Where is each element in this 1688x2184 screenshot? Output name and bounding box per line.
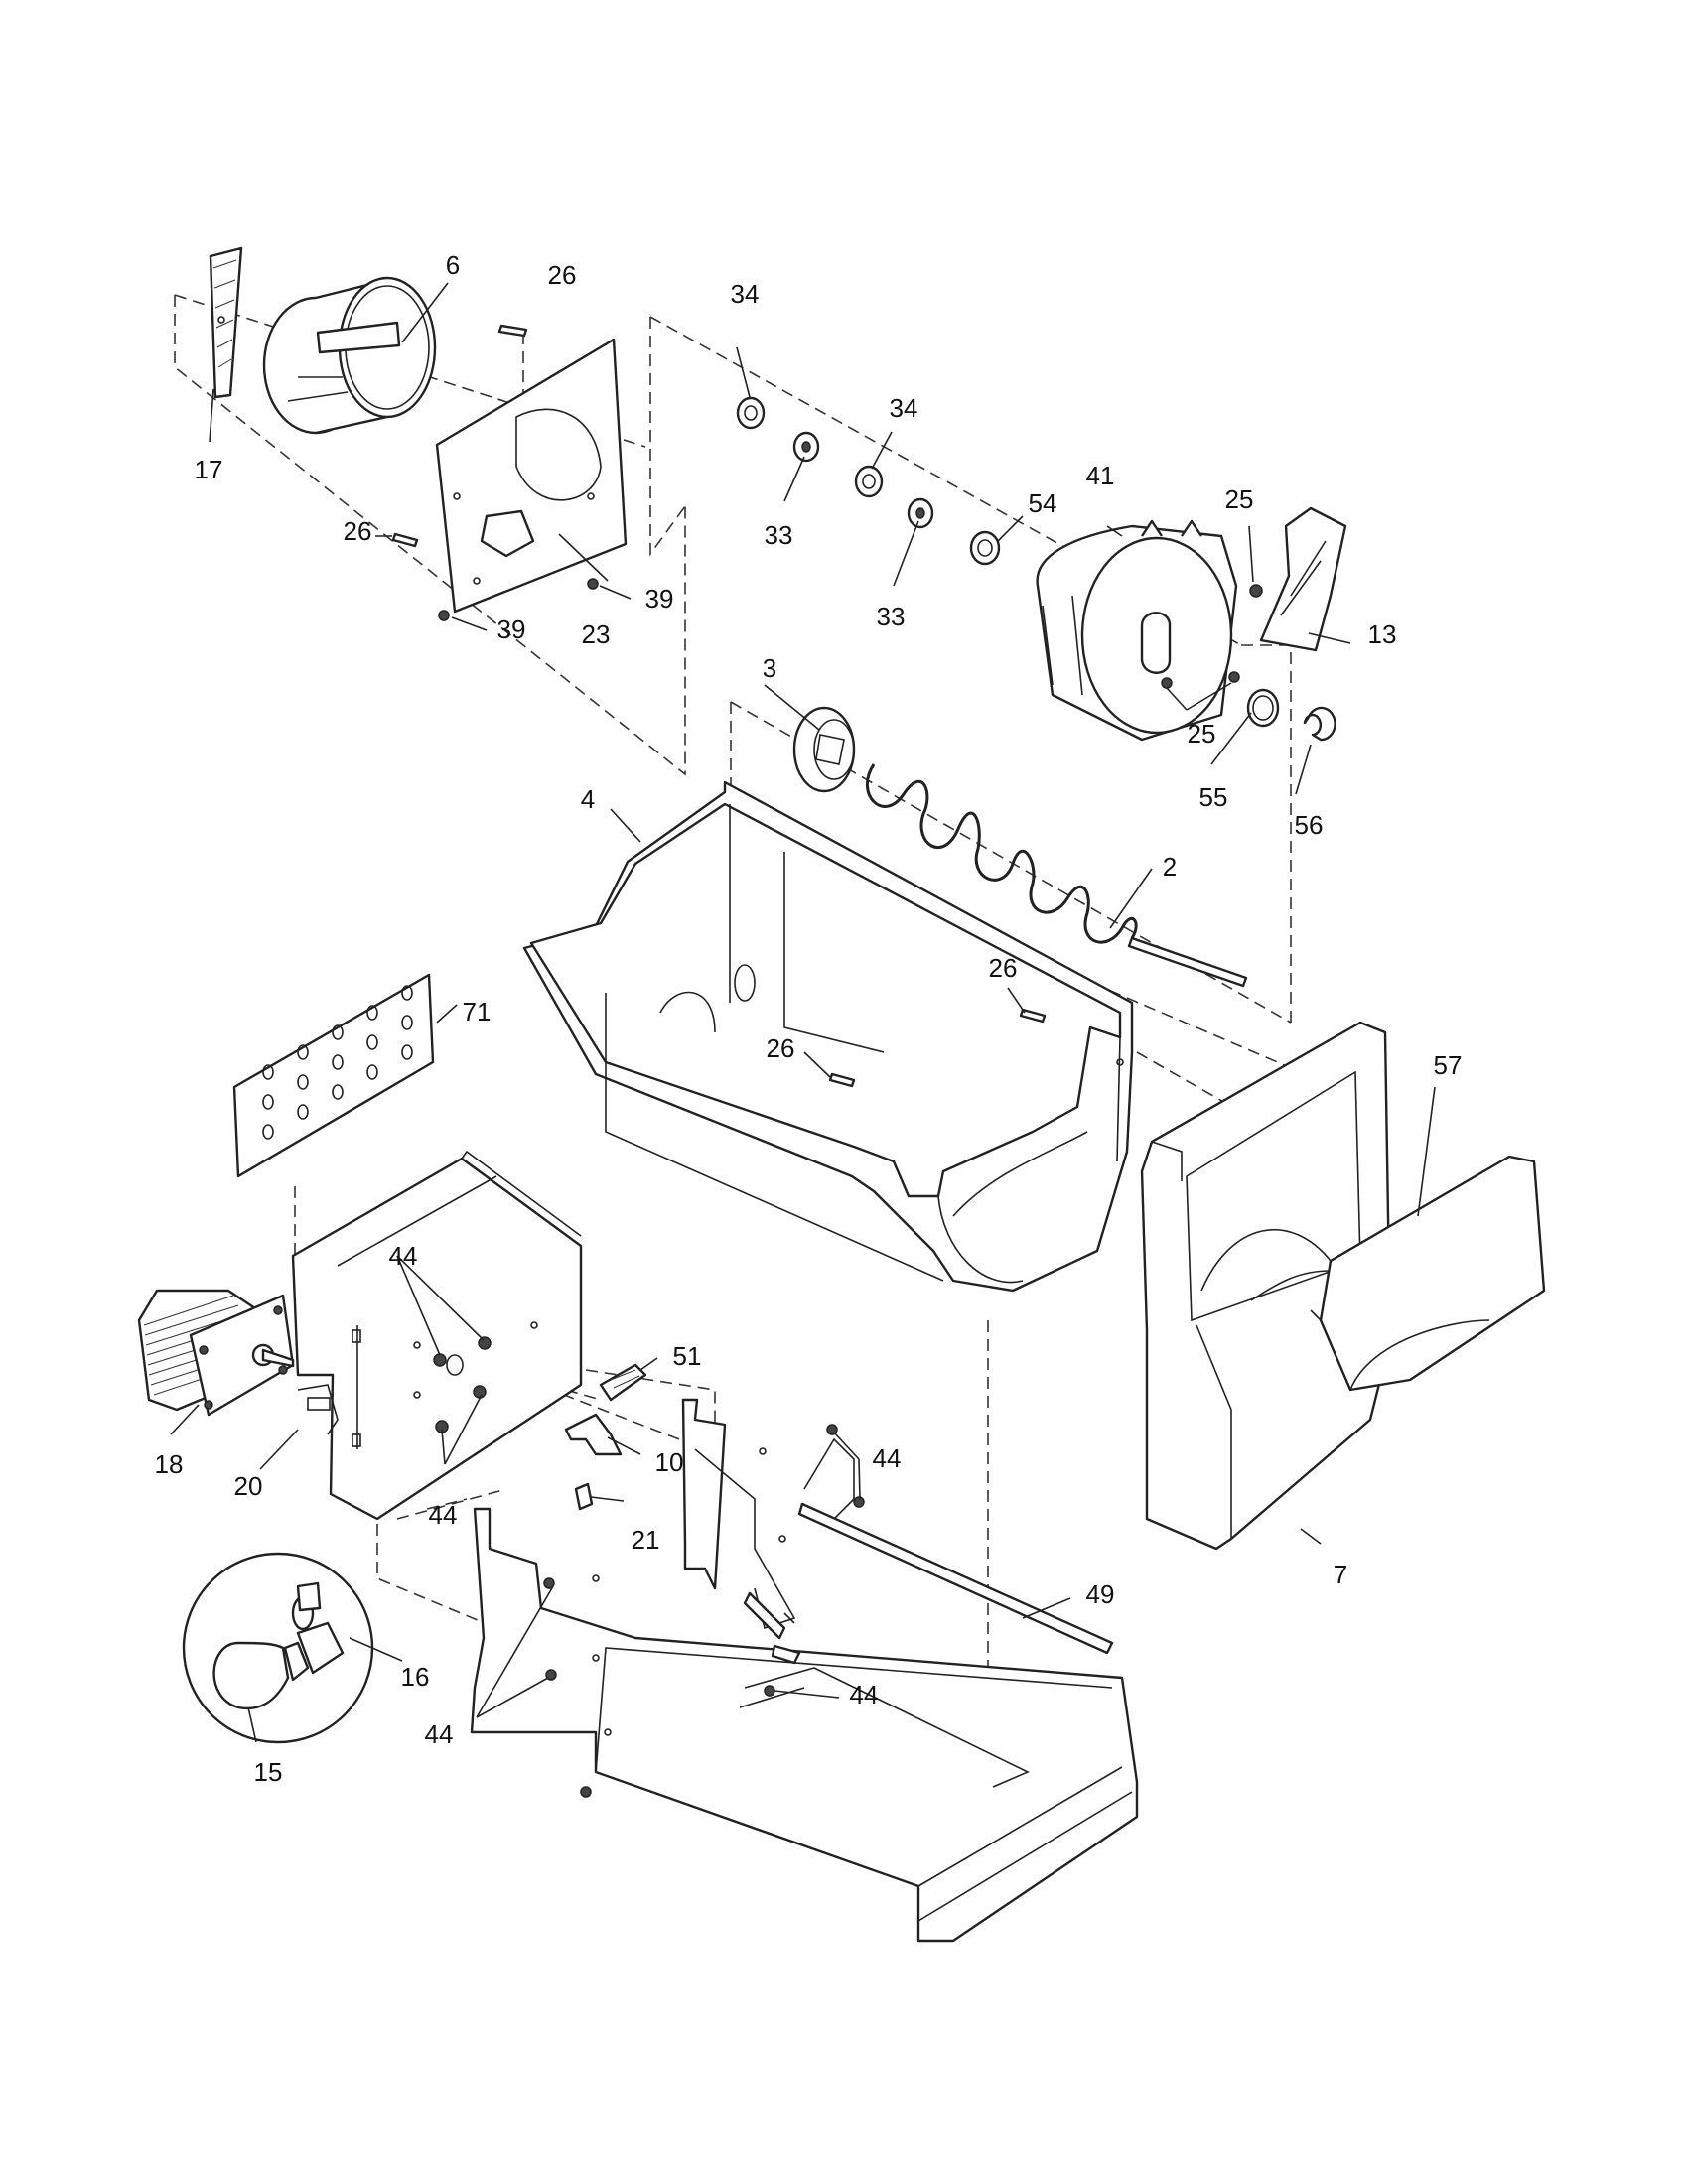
callout-44: 44	[389, 1241, 418, 1271]
callout-44: 44	[873, 1443, 902, 1473]
callout-54: 54	[1029, 488, 1057, 518]
callout-13: 13	[1368, 619, 1397, 649]
part-13-bracket	[1259, 506, 1347, 652]
parts-51-10-21	[564, 1363, 647, 1511]
callout-41: 41	[1086, 461, 1115, 490]
callout-26: 26	[989, 953, 1018, 983]
screws-bottom	[543, 1574, 775, 1798]
callout-7: 7	[1334, 1560, 1347, 1589]
callout-labels: 6 26 34 17 34 41 25 54 26 33 39 23 39 13…	[155, 250, 1463, 1787]
callout-16: 16	[401, 1662, 430, 1692]
part-57-flap	[1310, 1155, 1546, 1392]
part-6-drum	[262, 276, 437, 435]
callout-71: 71	[463, 997, 492, 1026]
callout-3: 3	[763, 653, 776, 683]
callout-51: 51	[673, 1341, 702, 1371]
screws-top-left	[391, 324, 599, 621]
callout-49: 49	[1086, 1579, 1115, 1609]
part-2-auger	[866, 763, 1248, 988]
callout-26: 26	[548, 260, 577, 290]
part-17-pad	[209, 246, 243, 399]
callout-33: 33	[765, 520, 793, 550]
part-3-coupling	[792, 706, 856, 793]
callout-26: 26	[344, 516, 372, 546]
callout-34: 34	[731, 279, 760, 309]
callout-17: 17	[195, 455, 223, 484]
leader-lines	[170, 282, 1436, 1743]
callout-39: 39	[645, 584, 674, 614]
callout-34: 34	[890, 393, 918, 423]
callout-56: 56	[1295, 810, 1324, 840]
part-49-tray	[470, 1507, 1139, 1943]
part-44-bracket	[681, 1398, 1114, 1665]
part-41-housing	[1036, 519, 1238, 742]
callout-10: 10	[655, 1447, 684, 1477]
callout-39: 39	[497, 614, 526, 644]
part-20-box	[291, 1150, 583, 1521]
part-18-motor	[137, 1289, 295, 1417]
callout-21: 21	[632, 1525, 660, 1555]
callout-44: 44	[850, 1680, 879, 1709]
callout-26: 26	[767, 1033, 795, 1063]
screws-bucket	[828, 1008, 1047, 1088]
callout-44: 44	[429, 1500, 458, 1530]
callout-33: 33	[877, 602, 906, 631]
callout-44: 44	[425, 1719, 454, 1749]
callout-6: 6	[446, 250, 460, 280]
callout-23: 23	[582, 619, 611, 649]
part-71-panel	[232, 973, 435, 1178]
callout-4: 4	[581, 784, 595, 814]
callout-20: 20	[234, 1471, 263, 1501]
callout-25: 25	[1225, 484, 1254, 514]
part-23-plate	[435, 338, 628, 614]
callout-2: 2	[1163, 852, 1177, 882]
parts-15-16-lamp	[182, 1552, 374, 1744]
callout-18: 18	[155, 1449, 184, 1479]
callout-15: 15	[254, 1757, 283, 1787]
parts-55-56	[1246, 688, 1336, 742]
part-4-bucket	[522, 780, 1134, 1293]
callout-57: 57	[1434, 1050, 1463, 1080]
callout-55: 55	[1199, 782, 1228, 812]
bushings-washers	[736, 396, 1001, 566]
screws-25	[1161, 584, 1263, 689]
callout-25: 25	[1188, 719, 1216, 749]
